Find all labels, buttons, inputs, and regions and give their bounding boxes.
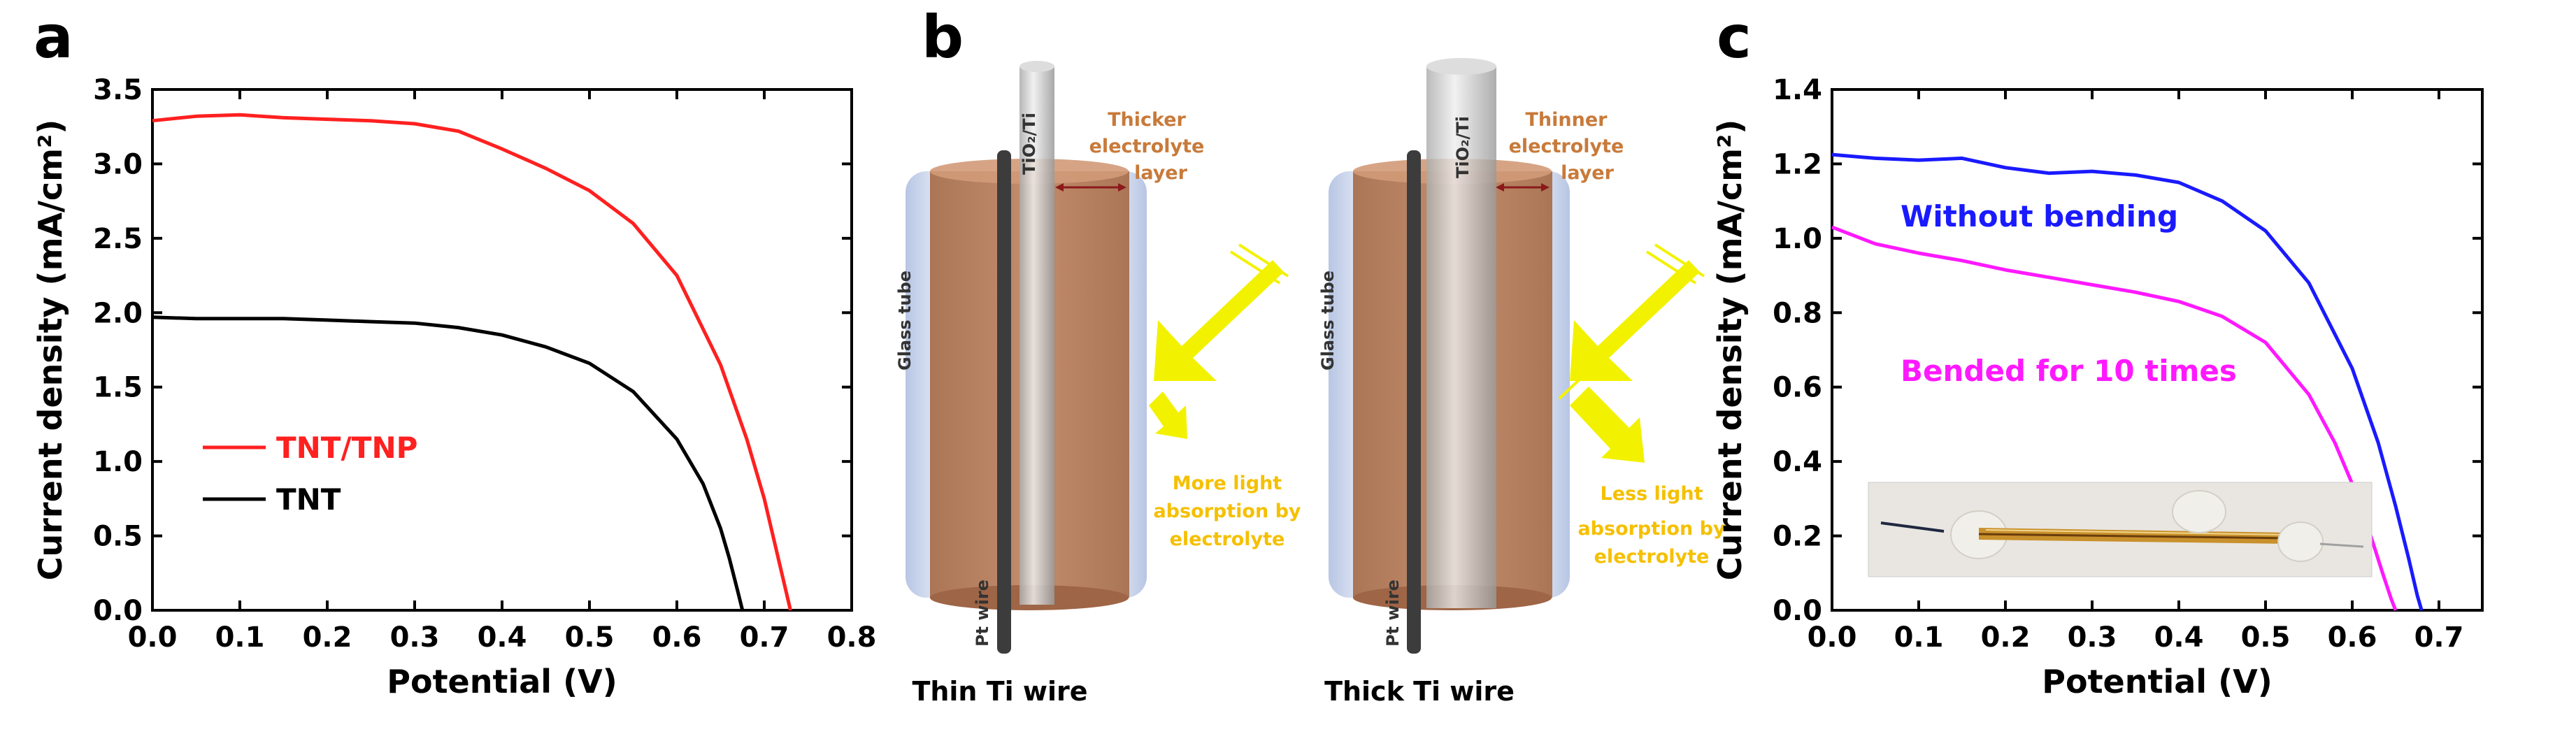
absorption-note-left-2: absorption by — [1153, 501, 1301, 522]
x-tick-label: 0.7 — [740, 621, 789, 654]
x-tick-label: 0.8 — [827, 621, 877, 654]
legend-label-tnt: TNT — [276, 482, 341, 517]
series-line-tnt-tnp — [152, 113, 792, 611]
light-arrow-large-right — [1570, 243, 1705, 381]
y-axis-title: Current density (mA/cm²) — [1711, 120, 1749, 581]
panel-a: a 0.0 0.1 0.2 0.3 0.4 0.5 0.6 0.7 0.8 0.0 0.5 1.0 1.… — [31, 3, 876, 700]
x-tick-label: 0.0 — [128, 621, 178, 654]
absorption-note-left-3: electrolyte — [1170, 528, 1285, 550]
x-axis-title: Potential (V) — [2042, 663, 2272, 700]
y-tick-label: 0.5 — [93, 521, 143, 553]
x-tick-label: 0.2 — [1981, 621, 2031, 654]
thin-wire-cell: TiO₂/Ti Glass tube Pt wire Thicker elect… — [895, 61, 1301, 707]
panel-b-schematic: b — [895, 3, 1726, 707]
panel-a-plot: 0.0 0.1 0.2 0.3 0.4 0.5 0.6 0.7 0.8 0.0 0.5 1.0 1.5 2… — [31, 74, 876, 700]
y-tick-label: 0.4 — [1773, 446, 1822, 478]
x-tick-label: 0.7 — [2414, 621, 2464, 654]
x-axis-title: Potential (V) — [387, 663, 617, 700]
tio2-label-right: TiO₂/Ti — [1453, 116, 1473, 178]
series-label-bended: Bended for 10 times — [1901, 354, 2237, 388]
x-tick-label: 0.0 — [1808, 621, 1857, 654]
light-arrow-small-left — [1149, 391, 1187, 439]
panel-b-label: b — [922, 3, 964, 71]
electrolyte-note-left-1: Thicker — [1108, 109, 1186, 131]
y-tick-label: 2.0 — [93, 297, 143, 329]
inset-photo-flexible-cell — [1868, 482, 2373, 577]
pt-wire-label-right: Pt wire — [1383, 580, 1403, 647]
y-tick-label: 1.5 — [93, 372, 143, 404]
y-tick-label: 1.0 — [1773, 223, 1822, 255]
y-tick-label: 1.4 — [1773, 74, 1822, 106]
x-tick-label: 0.6 — [652, 621, 702, 654]
legend-label-tnt-tnp: TNT/TNP — [276, 431, 417, 465]
pt-wire-right — [1407, 150, 1421, 654]
y-tick-label: 1.0 — [93, 446, 143, 478]
x-tick-label: 0.3 — [390, 621, 440, 654]
pt-wire-label-left: Pt wire — [973, 580, 992, 647]
electrolyte-note-left-2: electrolyte — [1089, 136, 1205, 157]
panel-a-label: a — [34, 3, 73, 71]
glass-tube-label-right: Glass tube — [1318, 271, 1338, 370]
x-tick-label: 0.4 — [478, 621, 527, 654]
y-tick-label: 0.2 — [1773, 521, 1822, 553]
tio2-label-left: TiO₂/Ti — [1019, 113, 1039, 175]
y-tick-label: 2.5 — [93, 223, 143, 255]
x-tick-label: 0.3 — [2068, 621, 2117, 654]
panel-c-label: c — [1717, 3, 1752, 71]
absorption-note-right-1: Less light — [1600, 483, 1703, 505]
electrolyte-note-right-1: Thinner — [1526, 109, 1608, 131]
x-tick-label: 0.4 — [2154, 621, 2204, 654]
pt-wire-left — [997, 150, 1011, 654]
series-label-without-bending: Without bending — [1901, 199, 2178, 233]
y-axis-title: Current density (mA/cm²) — [31, 120, 69, 581]
x-tick-label: 0.1 — [1894, 621, 1944, 654]
glass-tube-label-left: Glass tube — [895, 271, 915, 370]
tio2-ti-wire-thick — [1426, 66, 1496, 608]
electrolyte-note-left-3: layer — [1134, 162, 1188, 184]
caption-thick-ti-wire: Thick Ti wire — [1324, 676, 1515, 707]
series-line-without-bending — [1831, 152, 2424, 611]
x-tick-label: 0.5 — [565, 621, 615, 654]
y-tick-label: 1.2 — [1773, 148, 1822, 180]
y-tick-label: 0.6 — [1773, 372, 1822, 404]
absorption-note-left-1: More light — [1173, 473, 1282, 494]
y-tick-label: 3.0 — [93, 148, 143, 180]
electrolyte-note-right-2: electrolyte — [1509, 136, 1624, 157]
plot-frame — [1831, 88, 2484, 612]
absorption-note-right-3: electrolyte — [1594, 546, 1710, 568]
x-tick-label: 0.6 — [2328, 621, 2377, 654]
panel-c-plot: 0.0 0.1 0.2 0.3 0.4 0.5 0.6 0.7 0.0 0.2 0.4 0.6 0.8 1… — [1711, 74, 2484, 700]
x-tick-label: 0.1 — [215, 621, 265, 654]
plot-frame — [151, 88, 853, 612]
y-tick-label: 0.0 — [93, 595, 143, 627]
y-tick-label: 3.5 — [93, 74, 143, 106]
caption-thin-ti-wire: Thin Ti wire — [912, 676, 1087, 707]
electrolyte-note-right-3: layer — [1561, 162, 1615, 184]
y-tick-label: 0.0 — [1773, 595, 1822, 627]
light-arrow-medium-right — [1558, 376, 1645, 463]
x-tick-label: 0.5 — [2241, 621, 2291, 654]
series-line-tnt — [152, 315, 745, 611]
x-tick-label: 0.2 — [303, 621, 352, 654]
absorption-note-right-2: absorption by — [1577, 518, 1725, 540]
light-arrow-large-left — [1154, 243, 1289, 381]
y-tick-label: 0.8 — [1773, 297, 1822, 329]
thick-wire-cell: TiO₂/Ti Glass tube Pt wire Thinner elect… — [1318, 58, 1726, 707]
tio2-ti-wire-thin — [1019, 66, 1054, 605]
